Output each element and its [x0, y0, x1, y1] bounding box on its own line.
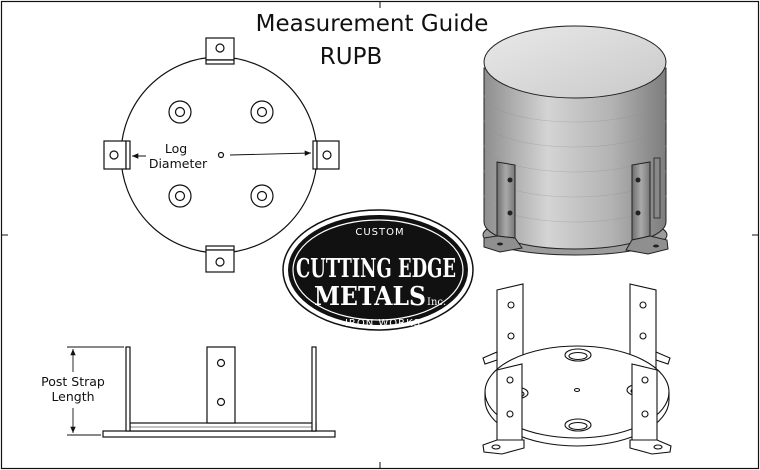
bolt-holes	[168, 100, 274, 208]
page-title: Measurement Guide	[256, 11, 489, 37]
logo-bottom-text: IRON WORKS	[345, 318, 421, 329]
top-view	[103, 37, 340, 273]
side-view	[102, 346, 336, 438]
logo-inc: Inc.	[427, 297, 446, 308]
post-strap-label-line1: Post Strap	[41, 374, 105, 389]
iso-strap-back-right	[629, 283, 671, 379]
strap-tab-bottom	[205, 245, 235, 273]
page-subtitle: RUPB	[320, 44, 382, 70]
strap-tab-left	[103, 140, 131, 170]
iso-plate-view	[482, 283, 672, 455]
strap-length-dimension	[67, 346, 124, 436]
logo-line1: CUTTING EDGE	[296, 254, 456, 284]
logo-line2: METALS	[314, 282, 426, 312]
log-diameter-label-line2: Diameter	[149, 156, 208, 171]
post-strap-label-line2: Length	[51, 389, 94, 404]
logo-top-text: CUSTOM	[355, 227, 404, 238]
iso-strap-front-left	[482, 363, 525, 455]
cylinder-strap-left	[483, 161, 523, 253]
cylinder-strap-back	[653, 157, 661, 219]
strap-tab-top	[205, 37, 235, 65]
iso-strap-front-right	[629, 363, 672, 455]
log-diameter-label-line1: Log	[165, 141, 187, 156]
strap-tab-right	[312, 140, 340, 170]
cylinder-strap-right	[625, 161, 669, 255]
cylinder-3d-view	[482, 25, 669, 256]
company-logo: CUSTOM CUTTING EDGE METALS Inc. IRON WOR…	[282, 209, 474, 331]
